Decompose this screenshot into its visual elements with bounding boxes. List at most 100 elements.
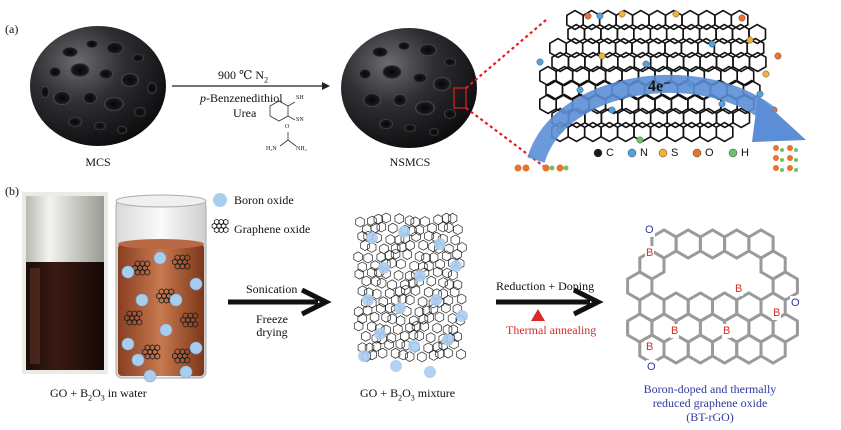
heteroatom-dot <box>536 58 544 66</box>
mixture-hexagon <box>428 303 439 315</box>
mixture-hexagon <box>453 224 463 236</box>
mixture-boron-dot <box>390 360 402 372</box>
mixture-hexagon <box>393 324 403 335</box>
graphene-hexagon <box>748 51 767 73</box>
product-caption-line3: (BT-rGO) <box>686 410 734 424</box>
sh-label: SH <box>296 95 304 101</box>
mixture-hexagon <box>450 234 461 246</box>
urea-h2n-label: H₂N <box>266 146 277 152</box>
mixture-hexagon <box>376 251 386 263</box>
boron-atom-label: B <box>722 324 732 338</box>
mcs-sphere <box>30 26 166 146</box>
legend-dot-h <box>728 148 738 158</box>
mixture-hexagon <box>414 330 425 342</box>
mixture-hexagon <box>456 293 467 305</box>
mixture-hexagon <box>361 330 371 342</box>
rgo-hexagon <box>759 333 787 365</box>
graphene-hexagon <box>736 65 755 87</box>
mixture-hexagon <box>396 258 406 270</box>
mixture-hexagon <box>444 222 454 234</box>
mixture-boron-dot <box>358 350 370 362</box>
heteroatom-dot <box>608 106 616 114</box>
rgo-hexagon <box>662 333 690 365</box>
mixture-hexagon <box>449 286 460 298</box>
boron-oxide-dot <box>153 251 167 265</box>
mixture-boron-dot <box>442 334 454 346</box>
heteroatom-dot <box>672 10 680 18</box>
mixture-hexagon <box>400 279 410 291</box>
go-vial-photo <box>22 192 108 374</box>
rgo-hexagon <box>674 228 702 260</box>
flake-hexagon <box>154 352 161 360</box>
legend-label-c: C <box>606 147 614 159</box>
mixture-hexagon <box>428 349 439 361</box>
heteroatom-dot <box>746 36 754 44</box>
mixture-hexagon <box>442 267 452 279</box>
flake-hexagon <box>184 262 191 270</box>
mixture-hexagon <box>452 279 463 291</box>
mixture-hexagon <box>353 251 363 263</box>
boron-oxide-legend-label: Boron oxide <box>234 193 294 207</box>
boron-atom-label: B <box>772 306 782 320</box>
heteroatom-dot <box>756 90 764 98</box>
mixture-hexagon <box>395 338 406 350</box>
mixture-hexagon <box>409 260 419 272</box>
legend-dot-s <box>658 148 668 158</box>
mixture-hexagon <box>414 250 425 262</box>
mixture-hexagon <box>447 212 458 224</box>
boron-atom-label: B <box>645 340 655 354</box>
urea-nh2-label: NH₂ <box>296 146 307 152</box>
mixture-hexagon <box>424 230 434 242</box>
mixture-hexagon <box>438 221 448 233</box>
step2-reduction-doping: Reduction + Doping <box>496 279 595 293</box>
mixture-hexagon <box>385 234 396 246</box>
mixture-hexagon <box>371 340 382 352</box>
step1-sonication: Sonication <box>246 282 298 296</box>
mixture-hexagon <box>404 215 415 227</box>
boron-atom-label: B <box>645 246 655 260</box>
mixture-hexagon <box>435 348 445 360</box>
mixture-boron-dot <box>414 270 426 282</box>
mixture-hexagon <box>443 294 454 306</box>
mixture-hexagon <box>372 288 382 300</box>
step1-freeze: Freeze <box>256 312 288 326</box>
mixture-hexagon <box>363 252 373 264</box>
mixture-hexagon <box>387 279 397 291</box>
mixture-hexagon <box>405 270 415 282</box>
mixture-hexagon <box>410 285 421 296</box>
boron-oxide-dot <box>121 337 135 351</box>
mixture-hexagon <box>405 239 415 251</box>
flake-hexagon <box>144 268 151 276</box>
mixture-hexagon <box>405 294 415 306</box>
mixture-hexagon <box>441 302 451 314</box>
heteroatom-dot <box>598 52 606 60</box>
graphene-hexagon <box>746 37 765 59</box>
step2-thermal-annealing: Thermal annealing <box>506 323 597 337</box>
mixture-boron-dot <box>366 232 378 244</box>
mixture-hexagon <box>362 304 373 316</box>
boron-oxide-dot <box>189 341 203 355</box>
mixture-hexagon <box>435 258 445 270</box>
mixture-hexagon <box>385 302 395 314</box>
heteroatom-dot <box>596 12 604 20</box>
mixture-boron-dot <box>424 366 436 378</box>
annealing-triangle-icon <box>531 309 545 321</box>
nsmcs-label: NSMCS <box>389 155 431 169</box>
mixture-hexagon <box>381 212 391 224</box>
mixture-hexagon <box>448 269 458 281</box>
mixture-hexagon <box>397 241 407 253</box>
mixture-hexagon <box>405 322 415 334</box>
reagent-urea: Urea <box>233 106 257 120</box>
heteroatom-dot <box>738 14 746 22</box>
mixture-hexagon <box>357 261 367 273</box>
graphene-hexagon <box>730 9 749 31</box>
boron-oxide-dot <box>121 265 135 279</box>
mixture-hexagon <box>381 324 391 336</box>
mixture-hexagon <box>386 332 397 344</box>
mixture-hexagon <box>420 216 430 227</box>
rgo-hexagon <box>735 333 763 365</box>
mixture-hexagon <box>367 241 377 253</box>
heteroatom-dot <box>584 12 592 20</box>
oxygen-atom-label: O <box>644 223 655 237</box>
mixture-hexagon <box>448 324 459 336</box>
